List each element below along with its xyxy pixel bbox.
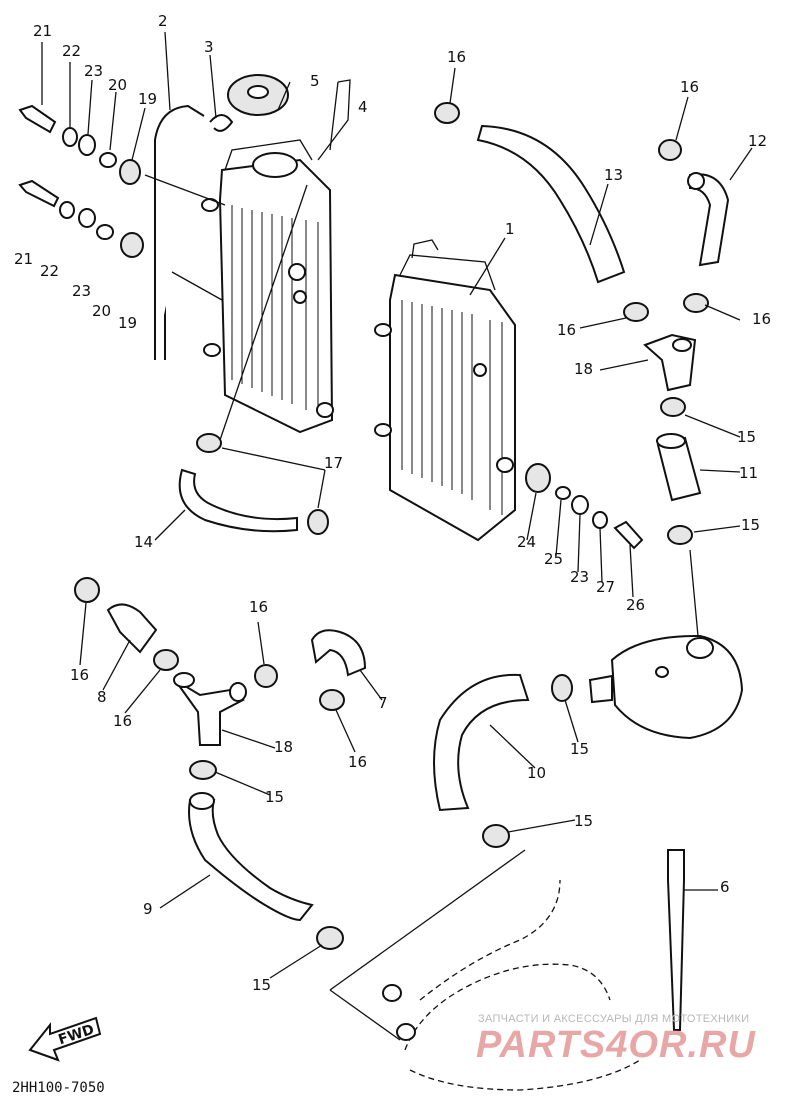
callout-9: 9 (143, 900, 153, 918)
callout-15: 15 (741, 516, 761, 534)
hose-clamp-lower-center (482, 824, 510, 848)
callout-18: 18 (274, 738, 294, 756)
overflow-hose (154, 104, 205, 360)
callout-14: 14 (134, 533, 154, 551)
callout-26: 26 (626, 596, 646, 614)
leader-lines-engine (329, 849, 526, 1041)
callout-17: 17 (324, 454, 344, 472)
callout-16: 16 (70, 666, 90, 684)
callout-16: 16 (447, 48, 467, 66)
hose-clip-3 (209, 114, 234, 132)
callout-11: 11 (739, 464, 759, 482)
hose-clamp-near-pump (551, 674, 573, 702)
hose-12 (687, 172, 730, 267)
callout-16: 16 (557, 321, 577, 339)
radiator-cap (227, 74, 289, 116)
mounting-hardware-right (525, 463, 644, 550)
hose-clamps-upper-right (434, 102, 709, 545)
callout-10: 10 (527, 764, 547, 782)
callout-leaders (41, 31, 753, 979)
callout-23: 23 (84, 62, 104, 80)
callout-8: 8 (97, 688, 107, 706)
left-radiator (201, 139, 334, 434)
callout-19: 19 (138, 90, 158, 108)
leader-lines-left (144, 79, 351, 441)
callout-25: 25 (544, 550, 564, 568)
hose-10 (433, 673, 530, 812)
callout-16: 16 (113, 712, 133, 730)
callout-24: 24 (517, 533, 537, 551)
callout-22: 22 (62, 42, 82, 60)
mounting-hardware-upper-left (18, 104, 144, 258)
diagram-code: 2HH100-7050 (12, 1080, 105, 1096)
callout-3: 3 (204, 38, 214, 56)
hose-9 (188, 792, 314, 922)
callout-13: 13 (604, 166, 624, 184)
callout-15: 15 (265, 788, 285, 806)
fwd-arrow (28, 1016, 102, 1062)
hose-14 (178, 433, 329, 535)
callout-23: 23 (570, 568, 590, 586)
hose-11 (656, 433, 702, 502)
callout-2: 2 (158, 12, 168, 30)
hose-group-left-middle (74, 577, 367, 780)
callout-20: 20 (108, 76, 128, 94)
callout-27: 27 (596, 578, 616, 596)
hose-clamp-lower-left (316, 926, 344, 950)
callout-12: 12 (748, 132, 768, 150)
callout-16: 16 (348, 753, 368, 771)
cable-tie-strap (667, 849, 685, 1031)
watermark-tagline: ЗАПЧАСТИ И АКСЕССУАРЫ ДЛЯ МОТОТЕХНИКИ (478, 1013, 750, 1025)
engine-outline (404, 879, 641, 1091)
callout-16: 16 (752, 310, 772, 328)
watermark-brand: PARTS4OR.RU (476, 1024, 756, 1066)
callout-19: 19 (118, 314, 138, 332)
callout-23: 23 (72, 282, 92, 300)
callout-5: 5 (310, 72, 320, 90)
callout-16: 16 (680, 78, 700, 96)
callout-15: 15 (737, 428, 757, 446)
callout-21: 21 (33, 22, 53, 40)
joint-18-right (643, 333, 697, 392)
callout-6: 6 (720, 878, 730, 896)
callout-15: 15 (570, 740, 590, 758)
callout-16: 16 (249, 598, 269, 616)
callout-15: 15 (574, 812, 594, 830)
water-pump-housing (588, 549, 744, 740)
callout-15: 15 (252, 976, 272, 994)
callout-4: 4 (358, 98, 368, 116)
hose-13 (476, 124, 626, 284)
callout-7: 7 (378, 694, 388, 712)
callout-18: 18 (574, 360, 594, 378)
callout-21: 21 (14, 250, 34, 268)
callout-1: 1 (505, 220, 515, 238)
callout-22: 22 (40, 262, 60, 280)
callout-20: 20 (92, 302, 112, 320)
right-radiator (374, 239, 516, 542)
